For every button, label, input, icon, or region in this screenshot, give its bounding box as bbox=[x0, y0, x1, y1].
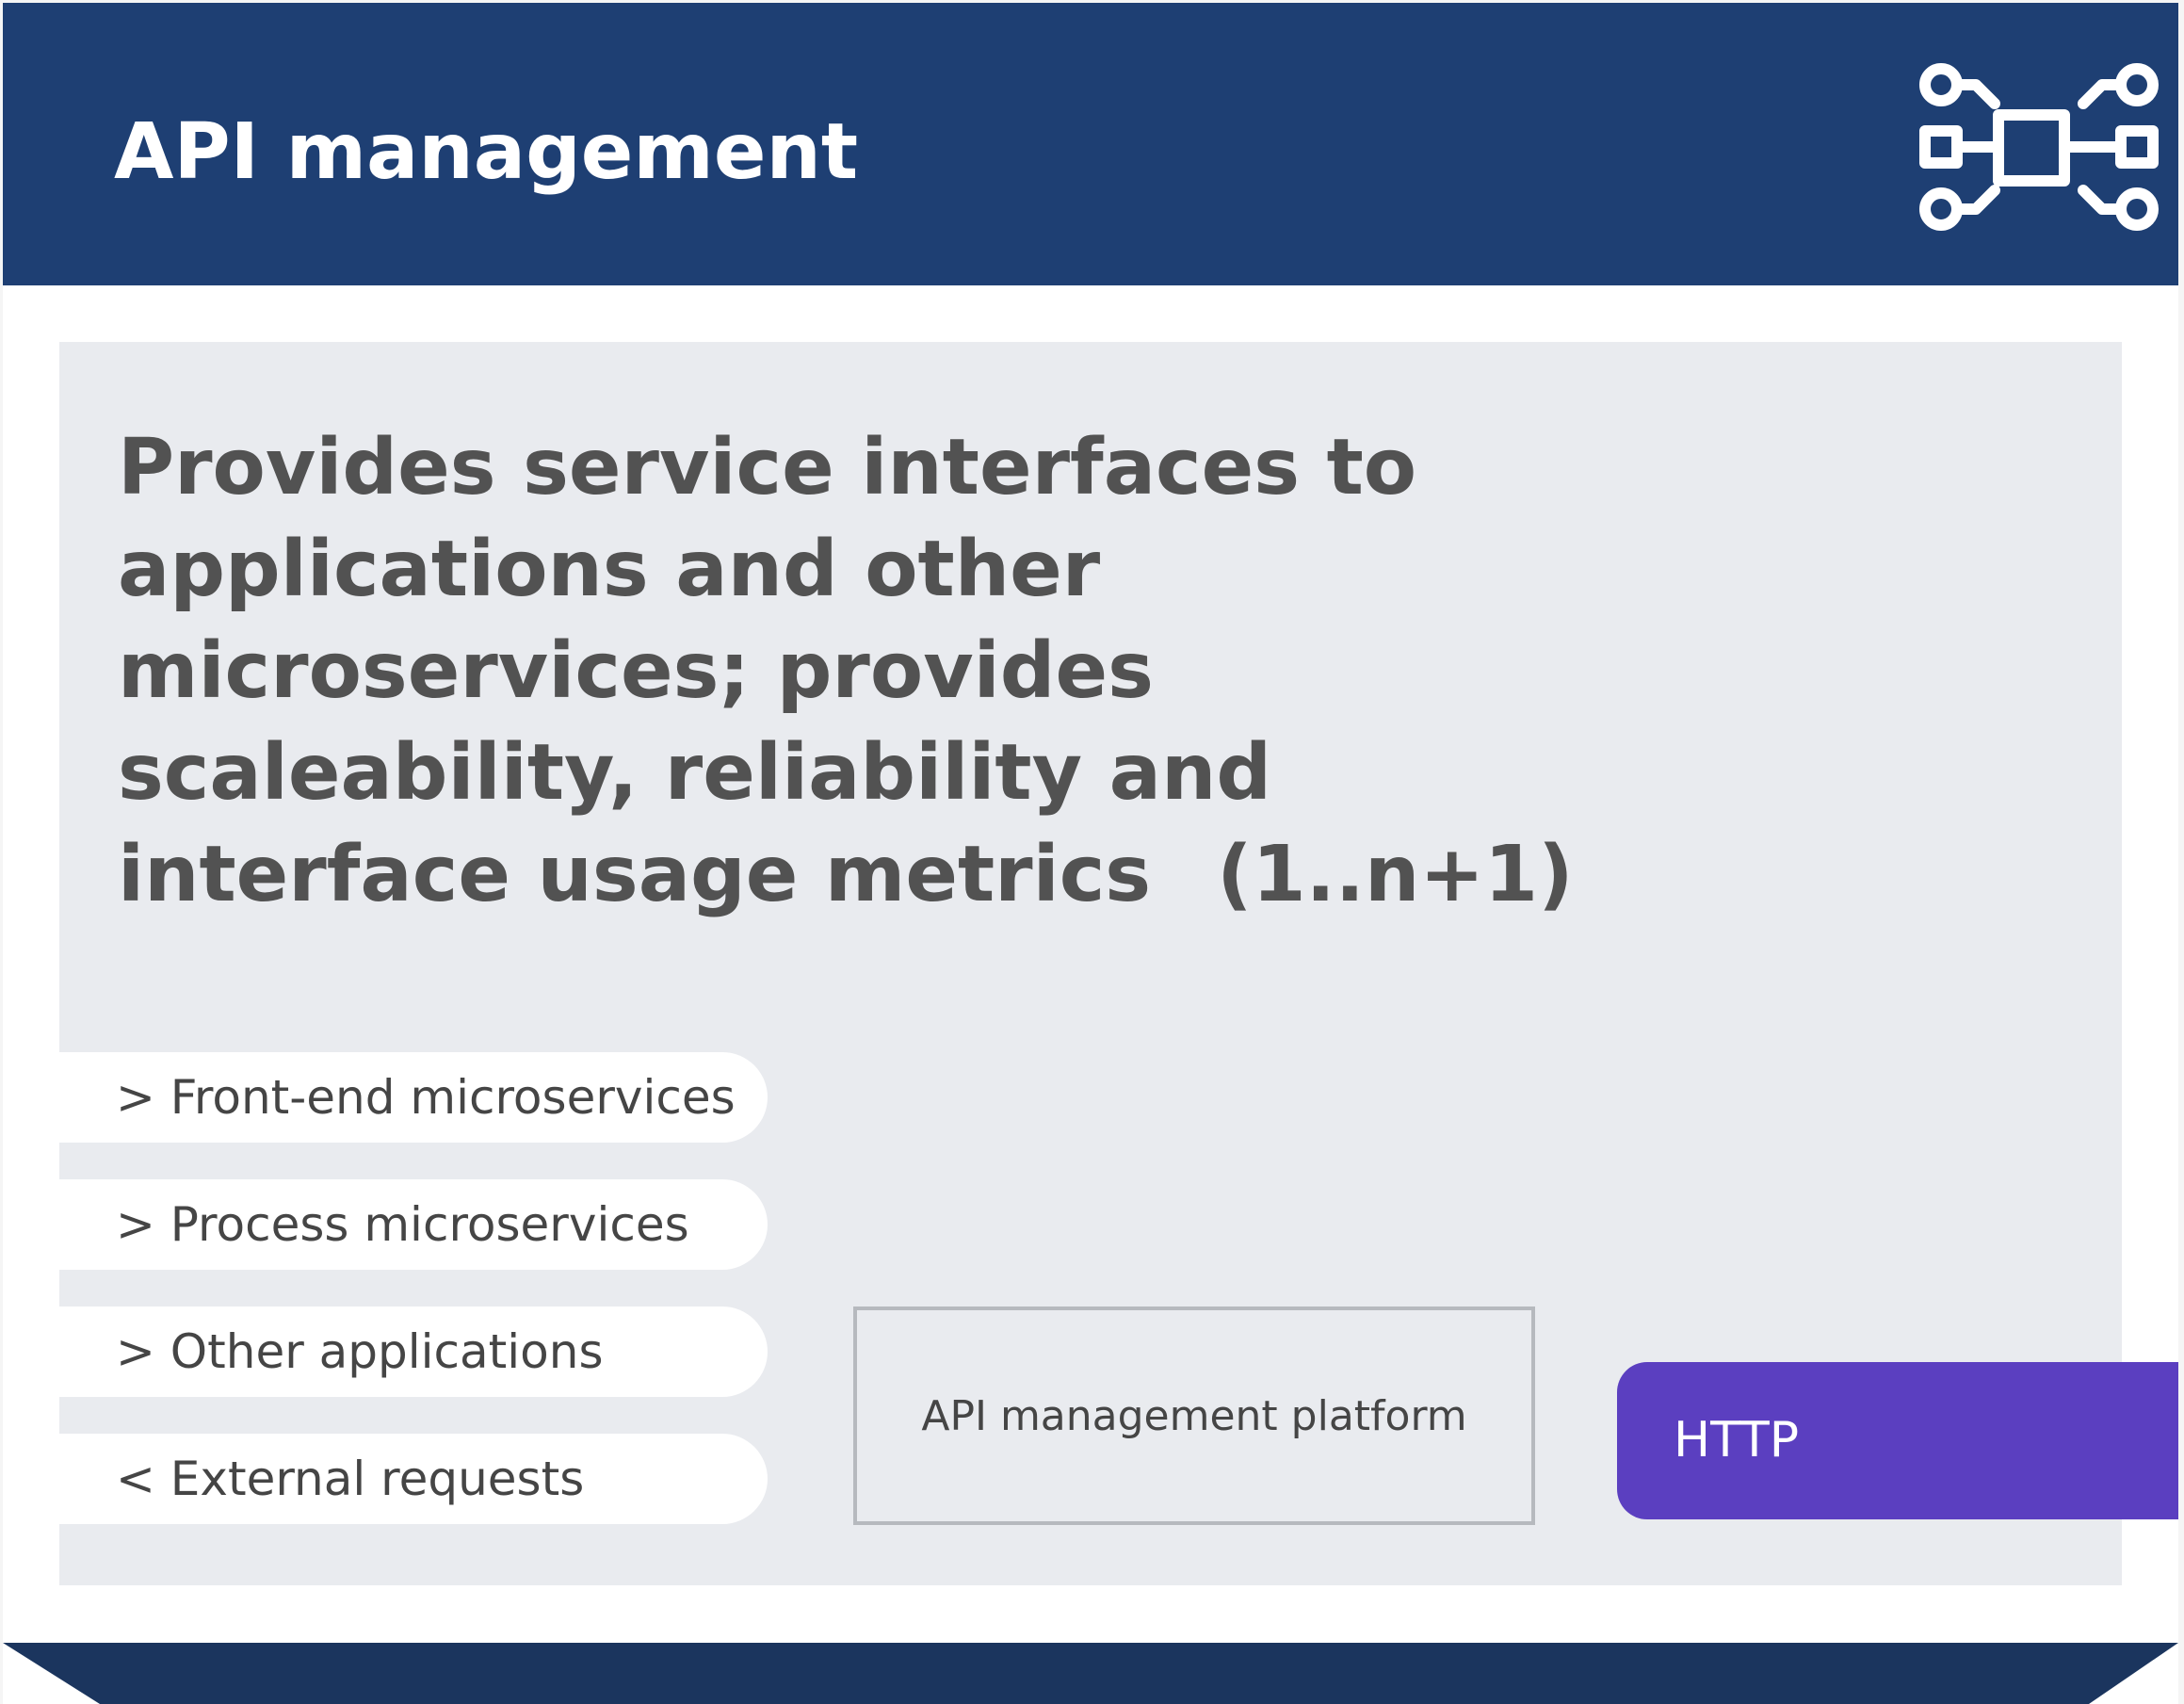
footer-trapezoid bbox=[3, 1643, 2178, 1704]
connection-other-applications: > Other applications bbox=[59, 1306, 768, 1397]
component-description: Provides service interfaces to applicati… bbox=[118, 417, 1587, 926]
footer-band bbox=[3, 1643, 2178, 1704]
api-network-icon bbox=[1919, 63, 2159, 231]
platform-box: API management platform bbox=[853, 1306, 1535, 1525]
platform-label: API management platform bbox=[921, 1391, 1467, 1440]
card-header: API management bbox=[3, 3, 2178, 285]
cardinality-note: (1..n+1) bbox=[1217, 830, 1574, 919]
protocol-label: HTTP bbox=[1674, 1412, 1800, 1469]
api-management-card: API management Provides service interfac… bbox=[3, 3, 2178, 1704]
protocol-tab-http: HTTP bbox=[1617, 1362, 2178, 1519]
description-text: Provides service interfaces to applicati… bbox=[118, 423, 1417, 919]
connection-front-end-microservices: > Front-end microservices bbox=[59, 1052, 768, 1143]
connection-external-requests: < External requests bbox=[59, 1434, 768, 1524]
connection-process-microservices: > Process microservices bbox=[59, 1179, 768, 1270]
card-title: API management bbox=[114, 107, 859, 197]
content-panel: Provides service interfaces to applicati… bbox=[59, 342, 2122, 1585]
